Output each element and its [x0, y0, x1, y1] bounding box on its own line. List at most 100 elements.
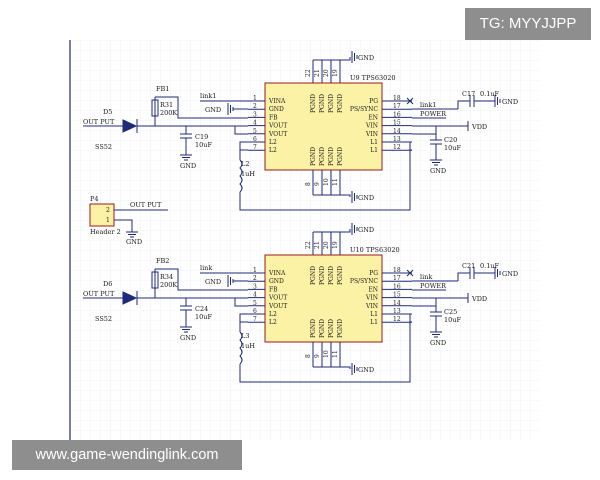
watermark-bottom: www.game-wendinglink.com [12, 440, 242, 470]
resistor-ref: R31 [160, 101, 173, 109]
right-pin-number-16: 16 [393, 283, 401, 290]
right-pin-number-15: 15 [393, 120, 401, 127]
vout-wire [137, 125, 248, 135]
pin2-gnd-label: GND [205, 278, 221, 286]
vina-net-label: link1 [200, 92, 216, 100]
cout-ref: C25 [444, 308, 457, 316]
inductor-value: 1uH [241, 170, 255, 178]
bottom-pin-number-2: 9 [314, 354, 321, 358]
diode-ref: D6 [103, 280, 112, 288]
left-pin-number-3: 3 [253, 111, 257, 118]
left-pin-name-6: L2 [269, 139, 277, 146]
top-gnd-label: GND [358, 226, 374, 234]
resistor-ref: R34 [160, 273, 173, 281]
top-gnd-symbol [351, 51, 358, 63]
ic-pgnd-bottom-2: PGND [319, 147, 326, 166]
top-pin-number-3: 20 [323, 241, 330, 249]
resistor-value: 200K [160, 109, 177, 117]
right-pin-name-18: PG [369, 98, 378, 105]
right-pin-number-13: 13 [393, 308, 401, 315]
left-pin-name-2: GND [269, 278, 284, 285]
cpg-gnd-symbol [494, 267, 501, 279]
right-pin-name-16: EN [368, 286, 378, 293]
left-pin-number-4: 4 [253, 120, 257, 127]
bottom-pin-number-1: 8 [305, 354, 312, 358]
right-pin-name-14: VIN [365, 303, 378, 310]
ic-pgnd-bottom-4: PGND [337, 147, 344, 166]
right-pin-name-12: L1 [370, 147, 378, 154]
cout-symbol [430, 311, 442, 317]
right-pin-name-13: L1 [370, 311, 378, 318]
top-pin-number-4: 19 [332, 69, 339, 77]
top-pgnd-bus [313, 57, 351, 61]
pg-no-connect [406, 269, 414, 277]
top-gnd-symbol [351, 223, 358, 235]
right-pin-number-12: 12 [393, 316, 401, 323]
right-pin-number-18: 18 [393, 95, 401, 102]
inductor-coil [239, 159, 243, 193]
right-pin-number-13: 13 [393, 136, 401, 143]
right-pin-number-17: 17 [393, 103, 401, 110]
vina-net-label: link [200, 264, 212, 272]
top-pin-number-1: 22 [305, 69, 312, 77]
vdd-label: VDD [471, 295, 487, 303]
ic-pgnd-bottom-1: PGND [310, 147, 317, 166]
left-pin-name-5: VOUT [268, 303, 287, 310]
right-pin-name-15: VIN [365, 295, 378, 302]
header-net: OUT PUT [130, 201, 162, 209]
right-pin-number-15: 15 [393, 292, 401, 299]
l1-join-wire [409, 141, 412, 151]
diode-symbol [122, 119, 138, 133]
ic-ref-label: U9 TPS63020 [350, 74, 396, 82]
inductor-return-wire [239, 150, 411, 211]
left-pin-number-6: 6 [253, 136, 257, 143]
pssync-net-label: link [420, 273, 432, 281]
pssync-net-label: link1 [420, 101, 436, 109]
cin-value: 10uF [195, 141, 212, 149]
left-pin-name-3: FB [269, 286, 278, 293]
bottom-pgnd-bus [313, 194, 351, 197]
right-pin-name-17: PS/SYNC [350, 278, 378, 285]
diode-ref: D5 [103, 108, 112, 116]
ic-pgnd-bottom-3: PGND [328, 147, 335, 166]
cout-gnd-label: GND [430, 339, 446, 347]
left-pin-number-5: 5 [253, 128, 257, 135]
right-pin-number-17: 17 [393, 275, 401, 282]
cin-gnd-label: GND [180, 162, 196, 170]
ic-pgnd-top-4: PGND [337, 94, 344, 113]
l1-join-wire [409, 313, 412, 323]
header-ref: P4 [90, 195, 99, 203]
cin-gnd-label: GND [180, 334, 196, 342]
top-pin-number-2: 21 [314, 69, 321, 77]
ic-body [264, 254, 383, 343]
left-pin-name-7: L2 [269, 147, 277, 154]
right-pin-number-14: 14 [393, 128, 401, 135]
header-name: Header 2 [90, 228, 121, 236]
diode-part: SS52 [95, 143, 112, 151]
cin-ref: C19 [195, 133, 208, 141]
output-net-label: OUT PUT [83, 290, 115, 298]
left-pin-number-1: 1 [253, 267, 257, 274]
left-pin-number-2: 2 [253, 275, 257, 282]
left-pin-number-3: 3 [253, 283, 257, 290]
resistor-body [151, 271, 159, 289]
pssync-wire [412, 272, 470, 282]
top-pin-number-3: 20 [323, 69, 330, 77]
fb-feedback-wire [155, 96, 248, 119]
left-pin-number-4: 4 [253, 292, 257, 299]
bottom-pin-number-3: 10 [323, 350, 330, 358]
left-pin-number-7: 7 [253, 316, 257, 323]
inductor-ref: L2 [241, 160, 249, 168]
cpg-ref: C21 [462, 262, 475, 270]
left-pin-number-1: 1 [253, 95, 257, 102]
bottom-gnd-symbol [351, 363, 358, 375]
ic-pgnd-top-1: PGND [310, 266, 317, 285]
right-pin-name-17: PS/SYNC [350, 106, 378, 113]
ic-body [264, 82, 383, 171]
right-pin-number-12: 12 [393, 144, 401, 151]
ferrite-bead-ref: FB2 [156, 257, 169, 265]
ic-pgnd-bottom-4: PGND [337, 319, 344, 338]
cout-value: 10uF [444, 316, 461, 324]
left-pin-number-6: 6 [253, 308, 257, 315]
cin-ref: C24 [195, 305, 208, 313]
